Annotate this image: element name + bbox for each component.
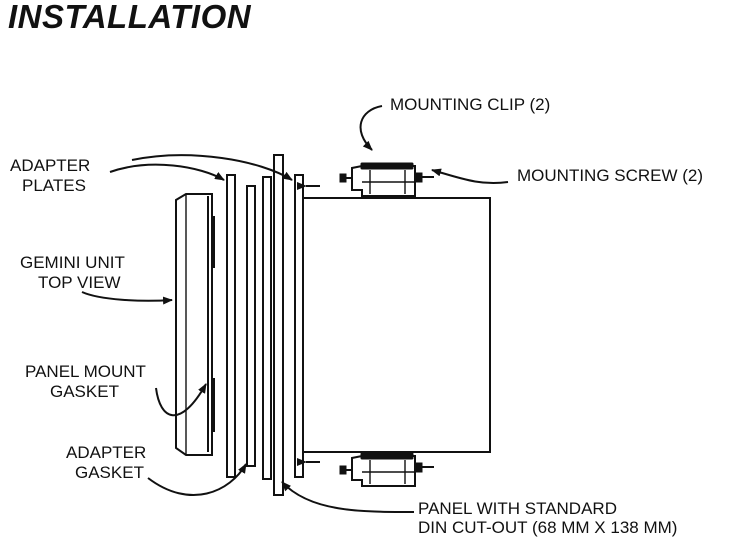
leader-mounting-clip: [359, 105, 383, 151]
label-panel-line1: PANEL WITH STANDARD: [418, 499, 617, 518]
label-panel-mount-gasket-line2: GASKET: [50, 382, 119, 401]
diagram-title: INSTALLATION: [8, 0, 252, 35]
leader-panel-mount-gasket: [155, 383, 207, 417]
leader-adapter-plates-2: [131, 154, 293, 181]
label-mounting-screw: MOUNTING SCREW (2): [517, 166, 703, 185]
label-gemini-unit-line1: GEMINI UNIT: [20, 253, 125, 272]
unit-bezel: [175, 193, 213, 456]
leader-gemini-unit: [81, 291, 173, 305]
label-adapter-plates-line1: ADAPTER: [10, 156, 90, 175]
label-gemini-unit-line2: TOP VIEW: [38, 273, 121, 292]
leader-panel: [281, 481, 415, 513]
label-panel-line2: DIN CUT-OUT (68 MM X 138 MM): [418, 518, 677, 537]
adapter-gasket: [246, 185, 256, 467]
label-panel-mount-gasket-line1: PANEL MOUNT: [25, 362, 146, 381]
adapter-plate-1: [226, 174, 236, 478]
leader-mounting-screw: [431, 168, 509, 185]
unit-body: [299, 197, 491, 453]
leader-adapter-plates-1: [109, 163, 225, 181]
mounting-clip-bottom: [339, 452, 434, 487]
label-mounting-clip: MOUNTING CLIP (2): [390, 95, 550, 114]
panel: [273, 154, 284, 496]
label-adapter-gasket-line2: GASKET: [75, 463, 144, 482]
label-adapter-gasket-line1: ADAPTER: [66, 443, 146, 462]
mounting-clip-top: [339, 162, 434, 197]
adapter-plate-2: [262, 176, 272, 480]
retaining-plate: [294, 174, 304, 478]
leader-adapter-gasket: [147, 463, 247, 496]
label-adapter-plates-line2: PLATES: [22, 176, 86, 195]
